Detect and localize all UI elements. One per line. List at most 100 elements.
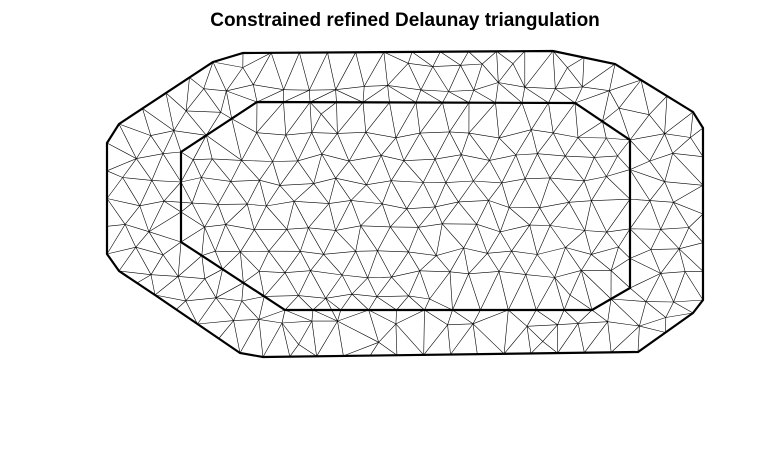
triangle-edge xyxy=(420,89,443,103)
triangle-edge xyxy=(311,321,317,357)
triangle-edge xyxy=(449,247,464,272)
triangle-edge xyxy=(284,272,299,296)
triangle-edge xyxy=(279,183,314,186)
triangle-edge xyxy=(422,182,436,208)
triangle-edge xyxy=(476,200,489,225)
triangle-edge xyxy=(476,223,501,233)
triangle-edge xyxy=(355,225,361,252)
triangle-edge xyxy=(263,272,286,297)
triangle-edge xyxy=(423,324,448,356)
triangle-edge xyxy=(150,274,156,296)
triangle-edge xyxy=(212,61,243,68)
triangle-edge xyxy=(511,250,538,255)
triangle-edge xyxy=(688,227,704,243)
triangle-edge xyxy=(186,110,221,113)
triangle-edge xyxy=(664,95,668,134)
triangle-edge xyxy=(262,322,283,358)
triangle-edge xyxy=(240,250,269,253)
triangle-edge xyxy=(297,132,312,162)
triangle-edge xyxy=(445,182,459,203)
triangle-edge xyxy=(434,159,447,183)
triangle-edge xyxy=(452,309,474,325)
triangle-edge xyxy=(259,180,267,207)
triangle-edge xyxy=(283,52,300,90)
triangle-edge xyxy=(407,63,422,91)
triangle-edge xyxy=(512,63,526,88)
triangle-edge xyxy=(660,227,689,230)
triangle-edge xyxy=(309,89,336,103)
triangle-edge xyxy=(217,181,232,205)
triangle-edge xyxy=(268,251,286,273)
triangle-edges xyxy=(106,50,704,358)
triangle-edge xyxy=(665,312,694,318)
triangle-edge xyxy=(498,271,526,275)
triangle-edge xyxy=(629,228,661,230)
triangle-edge xyxy=(690,137,704,157)
triangle-edge xyxy=(259,271,285,273)
triangle-edge xyxy=(649,181,665,201)
triangle-edge xyxy=(163,200,193,204)
triangle-edge xyxy=(577,309,593,324)
triangle-edge xyxy=(162,153,182,183)
triangle-edge xyxy=(461,133,470,155)
triangle-edge xyxy=(231,118,242,161)
triangle-edge xyxy=(449,271,469,275)
triangle-edge xyxy=(640,79,650,115)
triangle-edge xyxy=(162,254,179,277)
triangle-edge xyxy=(378,323,397,343)
triangle-edge xyxy=(376,296,397,311)
triangle-edge xyxy=(173,130,207,136)
triangle-edge xyxy=(557,323,579,354)
triangle-edge xyxy=(524,86,556,89)
triangle-edge xyxy=(241,132,257,161)
triangle-edge xyxy=(203,61,214,89)
triangle-edge xyxy=(201,158,213,178)
triangle-edge xyxy=(365,102,390,133)
triangle-edge xyxy=(509,207,530,226)
triangle-edge xyxy=(594,137,607,158)
triangle-edge xyxy=(489,160,503,184)
triangle-edge xyxy=(629,169,651,201)
triangle-edge xyxy=(298,295,314,311)
triangle-edge xyxy=(118,247,137,272)
triangle-edge xyxy=(672,137,691,154)
triangle-edge xyxy=(568,200,592,203)
triangle-edge xyxy=(118,270,152,275)
triangle-edge xyxy=(309,90,311,103)
triangle-edge xyxy=(285,132,312,136)
triangle-edge xyxy=(348,160,367,185)
triangle-edge xyxy=(568,180,585,203)
triangle-edge xyxy=(555,67,568,89)
triangle-edge xyxy=(360,225,391,228)
triangle-edge xyxy=(360,225,378,251)
triangle-edge xyxy=(645,273,661,302)
triangle-edge xyxy=(606,137,631,141)
triangle-edge xyxy=(124,205,141,225)
triangle-edge xyxy=(241,296,265,302)
triangle-edge xyxy=(241,160,273,162)
triangle-edge xyxy=(648,114,665,134)
triangle-edge xyxy=(201,255,206,279)
triangle-edge xyxy=(350,200,383,205)
triangle-edge xyxy=(577,137,607,139)
triangle-edge xyxy=(283,102,287,136)
triangle-edge xyxy=(537,247,566,255)
triangle-edge xyxy=(581,254,592,271)
triangle-edge xyxy=(311,113,322,133)
triangle-edge xyxy=(350,184,367,201)
triangle-edge xyxy=(487,231,501,254)
triangle-edge xyxy=(411,51,433,67)
triangle-edge xyxy=(395,323,398,356)
triangle-edge xyxy=(241,282,244,302)
triangle-edge xyxy=(554,277,565,311)
triangle-edge xyxy=(323,254,343,276)
triangle-edge xyxy=(272,134,287,162)
triangle-edge xyxy=(387,63,409,86)
triangle-edge xyxy=(515,153,538,156)
triangle-edge xyxy=(468,271,500,275)
triangle-edge xyxy=(500,224,530,233)
triangle-edge xyxy=(281,322,299,345)
triangle-edge xyxy=(325,293,353,299)
triangle-edge xyxy=(226,67,244,92)
triangle-edge xyxy=(335,225,361,231)
